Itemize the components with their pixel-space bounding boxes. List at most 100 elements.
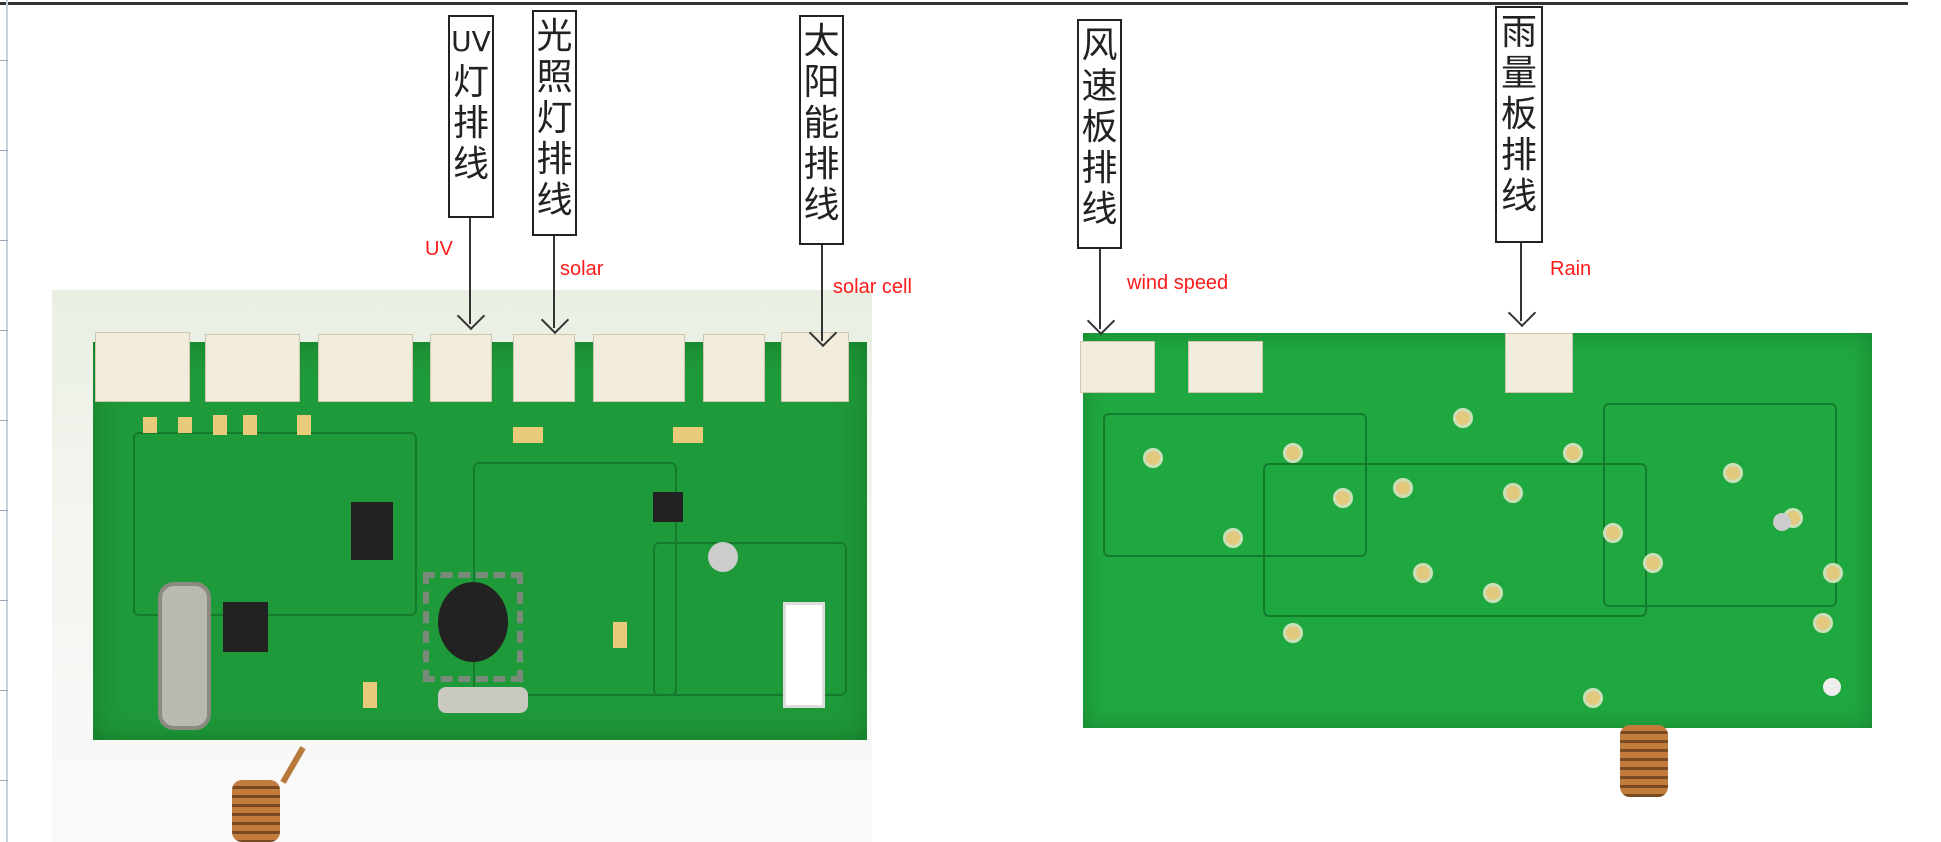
callout-char: 光: [536, 16, 573, 57]
left-ruler: [6, 0, 8, 842]
arrow-wind: [1099, 249, 1101, 329]
test-point: [1453, 408, 1473, 428]
callout-char: 能: [803, 103, 840, 144]
test-point: [1393, 478, 1413, 498]
callout-box-uv: UV 灯 排 线: [448, 15, 494, 218]
crystal-small: [438, 687, 528, 713]
connector: [593, 334, 685, 402]
callout-char: 量: [1500, 53, 1537, 94]
callout-char: 风: [1081, 25, 1118, 66]
antenna-coil: [1620, 725, 1668, 797]
callout-char: 线: [803, 185, 840, 226]
callout-char: 线: [536, 180, 573, 221]
test-point: [1413, 563, 1433, 583]
capacitor: [513, 427, 543, 443]
trace: [133, 432, 417, 616]
arrow-solar-cell: [821, 245, 823, 341]
trace: [653, 542, 847, 696]
test-point: [1583, 688, 1603, 708]
pcb-board-bottom: [1080, 333, 1872, 728]
test-point: [1283, 623, 1303, 643]
trace: [1603, 403, 1837, 607]
arrow-light: [553, 236, 555, 328]
callout-char: 线: [452, 144, 489, 185]
callout-box-rain: 雨 量 板 排 线: [1495, 6, 1543, 243]
ruler-tick: [0, 690, 8, 691]
capacitor: [613, 622, 627, 648]
connector-rain: [1505, 333, 1573, 393]
test-point: [1643, 553, 1663, 573]
mounting-hole: [1773, 513, 1791, 531]
callout-char: 灯: [452, 62, 489, 103]
test-point: [1723, 463, 1743, 483]
test-point: [1563, 443, 1583, 463]
callout-char: 线: [1500, 176, 1537, 217]
pcb-top-photo: [52, 290, 872, 842]
label-rain: Rain: [1550, 258, 1592, 280]
trace: [1103, 413, 1367, 557]
callout-char: 排: [803, 144, 840, 185]
connector: [95, 332, 190, 402]
callout-box-wind: 风 速 板 排 线: [1077, 19, 1122, 249]
pad: [243, 415, 257, 435]
test-point: [1603, 523, 1623, 543]
ruler-tick: [0, 150, 8, 151]
pad: [297, 415, 311, 435]
electrolytic-capacitor: [708, 542, 738, 572]
callout-char: 速: [1081, 66, 1118, 107]
pad: [178, 417, 192, 433]
antenna-wire: [280, 746, 306, 784]
callout-box-solar-cell: 太 阳 能 排 线: [799, 15, 844, 245]
resistor-large: [783, 602, 825, 708]
crystal: [158, 582, 211, 730]
callout-char: 照: [536, 57, 573, 98]
callout-char: 排: [1081, 148, 1118, 189]
callout-char: 板: [1500, 94, 1537, 135]
connector-solar-cell: [781, 332, 849, 402]
top-border-line: [0, 2, 1908, 5]
callout-char: 排: [1500, 135, 1537, 176]
connector-uv: [430, 334, 492, 402]
connector: [703, 334, 765, 402]
test-point: [1823, 563, 1843, 583]
connector-light: [513, 334, 575, 402]
antenna-coil: [232, 780, 280, 842]
callout-char: 太: [803, 21, 840, 62]
test-point: [1223, 528, 1243, 548]
test-point: [1813, 613, 1833, 633]
callout-box-light: 光 照 灯 排 线: [532, 10, 577, 236]
trace: [473, 462, 677, 696]
capacitor: [363, 682, 377, 708]
callout-char: 灯: [536, 98, 573, 139]
connector: [205, 334, 300, 402]
connector: [318, 334, 413, 402]
callout-char: 阳: [803, 62, 840, 103]
ruler-tick: [0, 240, 8, 241]
test-point: [1503, 483, 1523, 503]
test-point: [1143, 448, 1163, 468]
ruler-tick: [0, 510, 8, 511]
ruler-tick: [0, 780, 8, 781]
connector-wind: [1080, 341, 1155, 393]
test-point: [1483, 583, 1503, 603]
arrow-uv: [469, 218, 471, 324]
ruler-tick: [0, 330, 8, 331]
test-point: [1283, 443, 1303, 463]
mcu-pins: [423, 572, 523, 682]
ic-chip: [351, 502, 393, 560]
rf-chip: [223, 602, 268, 652]
callout-char: UV: [451, 25, 491, 58]
connector: [1188, 341, 1263, 393]
test-point: [1333, 488, 1353, 508]
pcb-board-top: [93, 332, 867, 740]
callout-char: 排: [536, 139, 573, 180]
ruler-tick: [0, 60, 8, 61]
label-solar: solar: [560, 258, 604, 280]
callout-char: 排: [452, 103, 489, 144]
callout-char: 线: [1081, 189, 1118, 230]
capacitor: [673, 427, 703, 443]
label-solar-cell: solar cell: [833, 276, 912, 298]
label-wind-speed: wind speed: [1127, 272, 1229, 294]
arrowhead: [1507, 298, 1537, 328]
pad: [213, 415, 227, 435]
